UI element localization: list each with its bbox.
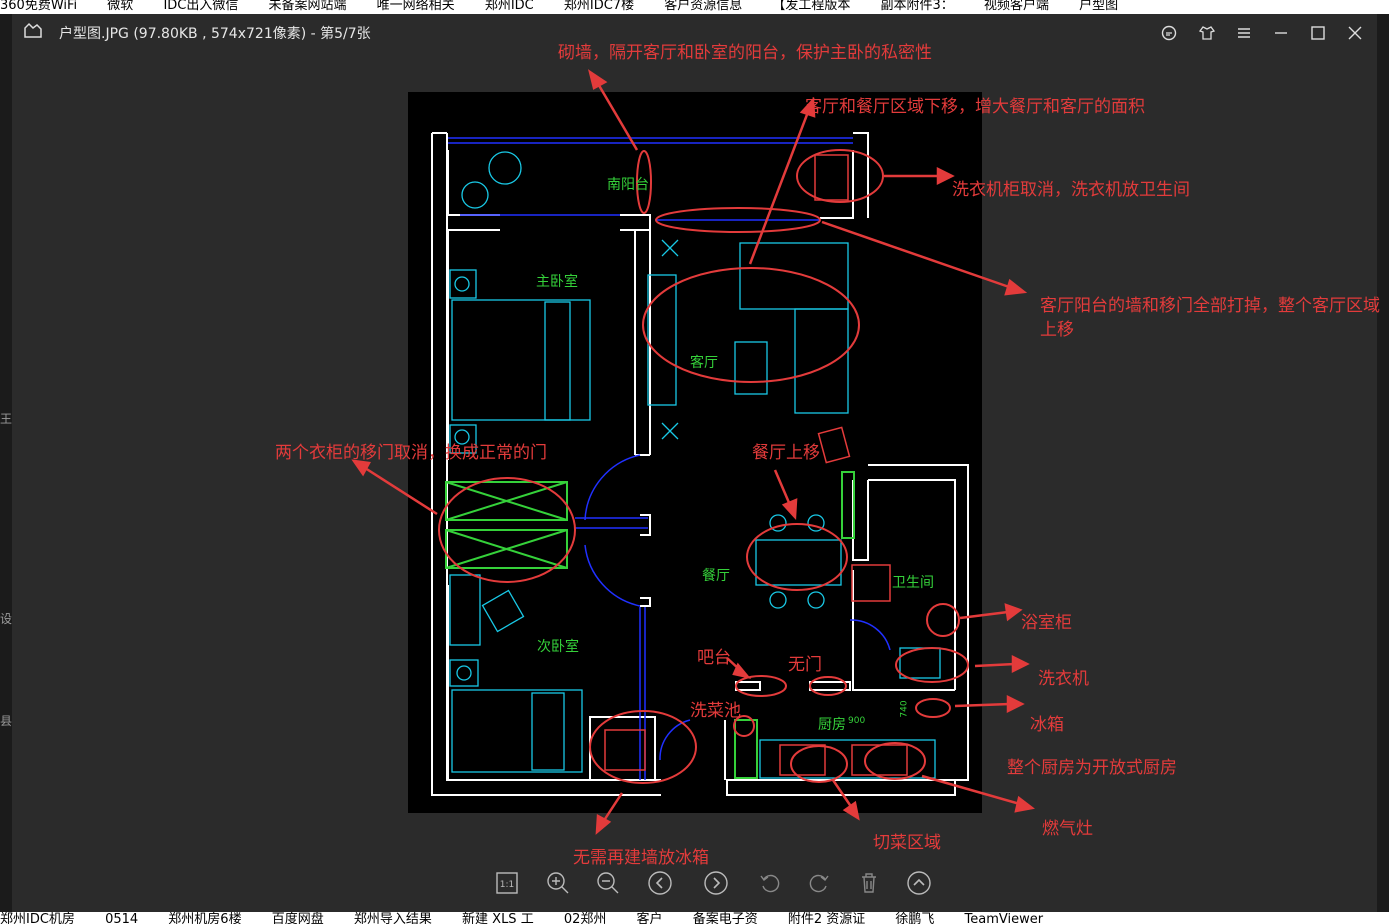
annotation-text: 无门 xyxy=(788,655,822,675)
window-title: 户型图.JPG (97.80KB , 574x721像素) - 第5/7张 xyxy=(59,26,371,42)
room-label: 次卧室 xyxy=(537,639,579,655)
taskbar-item[interactable]: 郑州机房6楼 xyxy=(168,912,242,924)
taskbar-item[interactable]: 徐鹏飞 xyxy=(895,912,935,924)
annotation-text: 洗衣机 xyxy=(1038,669,1089,689)
taskbar-item[interactable]: 未备案网站端 xyxy=(268,0,347,13)
taskbar-item[interactable]: 视频客户端 xyxy=(983,0,1049,13)
delete-icon[interactable] xyxy=(856,870,882,896)
annotation-text: 整个厨房为开放式厨房 xyxy=(1007,758,1177,778)
annotation-text: 洗衣机柜取消，洗衣机放卫生间 xyxy=(952,180,1190,200)
room-label: 主卧室 xyxy=(536,274,578,290)
taskbar-item[interactable]: 备案电子资 xyxy=(692,912,758,924)
close-icon[interactable] xyxy=(1346,24,1364,42)
annotation-text: 客厅和餐厅区域下移，增大餐厅和客厅的面积 xyxy=(805,97,1145,117)
room-label: 卫生间 xyxy=(892,575,934,591)
taskbar-item[interactable]: 唯一网络相关 xyxy=(376,0,455,13)
taskbar-item[interactable]: 郑州IDC7楼 xyxy=(563,0,635,13)
previous-icon[interactable] xyxy=(647,870,673,896)
room-label: 客厅 xyxy=(690,355,718,371)
menu-icon[interactable] xyxy=(1235,24,1253,42)
annotation-text: 燃气灶 xyxy=(1042,819,1093,839)
taskbar-item[interactable]: 新建 XLS 工 xyxy=(462,912,534,924)
skin-icon[interactable] xyxy=(1198,24,1216,42)
taskbar-item[interactable]: 郑州导入结果 xyxy=(353,912,432,924)
taskbar-item[interactable]: 附件2 资源证 xyxy=(787,912,866,924)
taskbar-item[interactable]: 户型图 xyxy=(1079,0,1119,13)
taskbar-item[interactable]: 微软 xyxy=(107,0,134,13)
annotation-text: 切菜区域 xyxy=(873,833,941,853)
taskbar-item[interactable]: 0514 xyxy=(105,912,139,924)
svg-text:1:1: 1:1 xyxy=(500,880,514,890)
actual-size-icon[interactable]: 1:1 xyxy=(494,870,520,896)
background-text: 县 xyxy=(0,714,13,728)
annotation-text: 客厅阳台的墙和移门全部打掉，整个客厅区域上移 xyxy=(1040,296,1380,340)
background-text: 设 xyxy=(0,612,13,626)
room-label: 南阳台 xyxy=(607,177,649,193)
rotate-left-icon[interactable] xyxy=(757,870,783,896)
background-text: 王 xyxy=(0,412,13,426)
taskbar-item[interactable]: 【发工程版本 xyxy=(772,0,851,13)
annotation-text: 吧台 xyxy=(697,648,731,668)
taskbar-item[interactable]: TeamViewer xyxy=(964,912,1044,924)
next-icon[interactable] xyxy=(703,870,729,896)
taskbar-top: 360免费WiFi 微软 IDC出入微信 未备案网站端 唯一网络相关 郑州IDC… xyxy=(0,0,1389,14)
dimension-label: 900 xyxy=(848,716,866,726)
annotation-text: 无需再建墙放冰箱 xyxy=(573,848,709,868)
taskbar-item[interactable]: 360免费WiFi xyxy=(0,0,78,13)
taskbar-bottom: 郑州IDC机房 0514 郑州机房6楼 百度网盘 郑州导入结果 新建 XLS 工… xyxy=(0,912,1389,924)
taskbar-item[interactable]: IDC出入微信 xyxy=(163,0,239,13)
maximize-icon[interactable] xyxy=(1309,24,1327,42)
annotation-text: 冰箱 xyxy=(1030,715,1064,735)
annotation-text: 砌墙，隔开客厅和卧室的阳台，保护主卧的私密性 xyxy=(558,43,932,63)
taskbar-item[interactable]: 02郑州 xyxy=(563,912,607,924)
zoom-in-icon[interactable] xyxy=(545,870,571,896)
dimension-label: 740 xyxy=(899,700,910,718)
taskbar-item[interactable]: 副本附件3： xyxy=(880,0,954,13)
more-up-icon[interactable] xyxy=(906,870,932,896)
zoom-out-icon[interactable] xyxy=(595,870,621,896)
taskbar-item[interactable]: 郑州IDC xyxy=(484,0,534,13)
title-bar: 户型图.JPG (97.80KB , 574x721像素) - 第5/7张 xyxy=(12,12,1377,52)
minimize-icon[interactable] xyxy=(1272,24,1290,42)
annotation-text: 两个衣柜的移门取消，换成正常的门 xyxy=(275,443,547,463)
taskbar-item[interactable]: 百度网盘 xyxy=(271,912,324,924)
annotation-text: 浴室柜 xyxy=(1021,613,1072,633)
rotate-right-icon[interactable] xyxy=(806,870,832,896)
taskbar-item[interactable]: 客户资源信息 xyxy=(664,0,743,13)
room-label: 厨房 xyxy=(818,717,846,733)
taskbar-item[interactable]: 客户 xyxy=(636,912,663,924)
room-label: 餐厅 xyxy=(702,568,730,584)
annotation-text: 洗菜池 xyxy=(690,701,741,721)
annotation-text: 餐厅上移 xyxy=(752,443,820,463)
feedback-icon[interactable] xyxy=(1160,24,1178,42)
taskbar-item[interactable]: 郑州IDC机房 xyxy=(0,912,75,924)
app-icon xyxy=(24,22,42,38)
